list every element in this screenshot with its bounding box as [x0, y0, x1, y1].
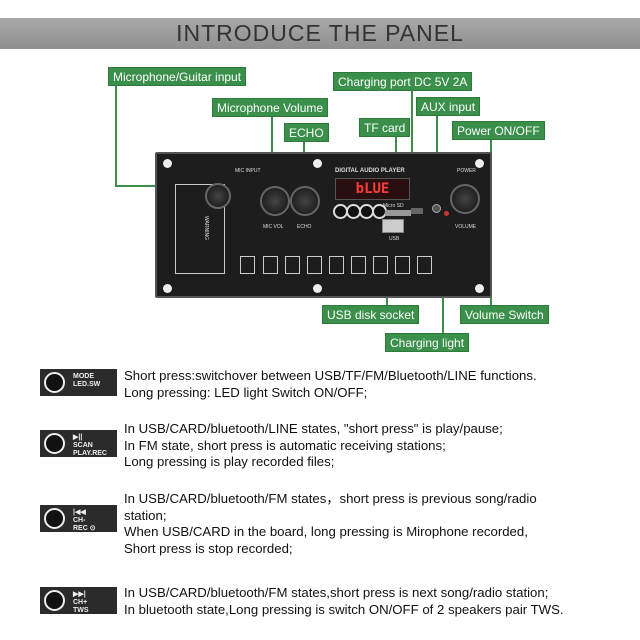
label-power: Power ON/OFF	[452, 121, 545, 140]
button-circle	[44, 433, 65, 454]
label-charging-light: Charging light	[385, 333, 470, 352]
play-description: In USB/CARD/bluetooth/LINE states, "shor…	[124, 421, 503, 471]
btn-text: MODE	[73, 373, 94, 380]
prev-description: In USB/CARD/bluetooth/FM states，short pr…	[124, 491, 537, 557]
btn-text: ▶▶|	[73, 591, 86, 598]
desc-line: In bluetooth state,Long pressing is swit…	[124, 601, 564, 617]
echo-knob[interactable]	[290, 186, 320, 216]
btn-text: ▶||	[73, 434, 83, 441]
power-volume-knob[interactable]	[450, 184, 480, 214]
label-usb-socket: USB disk socket	[322, 305, 420, 324]
desc-line: When USB/CARD in the board, long pressin…	[124, 524, 528, 539]
led-icon	[285, 256, 300, 274]
speaker-icon	[307, 256, 322, 274]
charging-light	[444, 211, 449, 216]
tf-card-slot[interactable]	[385, 210, 411, 216]
music-icon	[263, 256, 278, 274]
btn-text: LED.SW	[73, 381, 101, 388]
tws-icon	[373, 256, 388, 274]
label-charging-port: Charging port DC 5V 2A	[333, 72, 473, 91]
mic-input-jack[interactable]	[205, 183, 231, 209]
btn-text: TWS	[73, 607, 89, 614]
btn-text: REC ⊙	[73, 525, 96, 532]
btn-text: |◀◀	[73, 509, 86, 516]
pen-icon	[329, 256, 344, 274]
desc-line: Short press:switchover between USB/TF/FM…	[124, 368, 537, 383]
volume-text: VOLUME	[455, 224, 477, 230]
label-mic-volume: Microphone Volume	[212, 98, 329, 117]
led-display: bLUE	[335, 178, 410, 200]
usb-icon	[351, 256, 366, 274]
button-circle	[44, 508, 65, 529]
desc-line: Long pressing is play recorded files;	[124, 454, 335, 469]
micro-sd-text: Micro SD	[383, 203, 404, 209]
btn-text: PLAY.REC	[73, 450, 107, 457]
echo-text: ECHO	[297, 224, 312, 230]
desc-line: Short press is stop recorded;	[124, 540, 293, 556]
mic-vol-text: MIC VOL	[263, 224, 284, 230]
screw-hole	[163, 159, 172, 168]
screw-hole	[313, 159, 322, 168]
btn-text: CH+	[73, 599, 88, 606]
usb-text: USB	[389, 236, 400, 242]
connector-line	[115, 86, 117, 186]
player-title: DIGITAL AUDIO PLAYER	[335, 168, 405, 174]
mic-volume-knob[interactable]	[260, 186, 290, 216]
desc-line: In USB/CARD/bluetooth/FM states，short pr…	[124, 491, 537, 506]
page-title: INTRODUCE THE PANEL	[0, 18, 640, 49]
warning-label: WARNING	[175, 184, 225, 274]
warning-text: WARNING	[202, 216, 209, 240]
next-button-image: ▶▶|CH+TWS	[40, 587, 117, 614]
usb-socket[interactable]	[382, 219, 404, 233]
hifi-icon	[417, 256, 432, 274]
screw-hole	[475, 284, 484, 293]
desc-line: Long pressing: LED light Switch ON/OFF;	[124, 384, 368, 400]
button-circle	[44, 372, 65, 393]
next-description: In USB/CARD/bluetooth/FM states,short pr…	[124, 585, 564, 618]
btn-text: SCAN	[73, 442, 93, 449]
label-mic-guitar-input: Microphone/Guitar input	[108, 67, 247, 86]
label-echo: ECHO	[284, 123, 329, 142]
label-aux-input: AUX input	[416, 97, 481, 116]
mode-description: Short press:switchover between USB/TF/FM…	[124, 368, 537, 401]
btn-text: CH-	[73, 517, 86, 524]
desc-line: In USB/CARD/bluetooth/FM states,short pr…	[124, 585, 549, 600]
screw-hole	[475, 159, 484, 168]
prev-button-image: |◀◀CH-REC ⊙	[40, 505, 117, 532]
connector-line	[411, 91, 413, 203]
power-text: POWER	[457, 168, 476, 174]
charging-port[interactable]	[411, 208, 423, 214]
desc-line: In FM state, short press is automatic re…	[124, 437, 446, 453]
mic-icon	[240, 256, 255, 274]
button-circle	[44, 590, 65, 611]
desc-line: station;	[124, 507, 167, 523]
connector-line	[271, 116, 273, 186]
screw-hole	[313, 284, 322, 293]
amplifier-panel: WARNING MIC INPUT MIC VOL ECHO DIGITAL A…	[155, 152, 492, 298]
screw-hole	[163, 284, 172, 293]
mic-input-text: MIC INPUT	[235, 168, 261, 174]
aux-jack[interactable]	[432, 204, 441, 213]
label-tf-card: TF card	[359, 118, 411, 137]
bluetooth-icon	[395, 256, 410, 274]
label-volume-switch: Volume Switch	[460, 305, 549, 324]
desc-line: In USB/CARD/bluetooth/LINE states, "shor…	[124, 421, 503, 436]
